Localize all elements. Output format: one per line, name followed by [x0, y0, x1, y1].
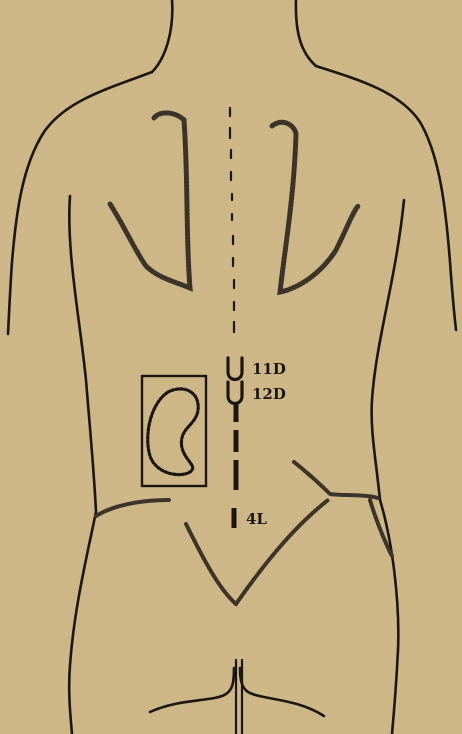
vertebra-label-11d: 11D [252, 360, 286, 378]
vertebra-label-4l: 4L [246, 510, 267, 528]
vertebra-label-12d: 12D [252, 385, 286, 403]
lumbar-vertebrae [234, 402, 236, 528]
